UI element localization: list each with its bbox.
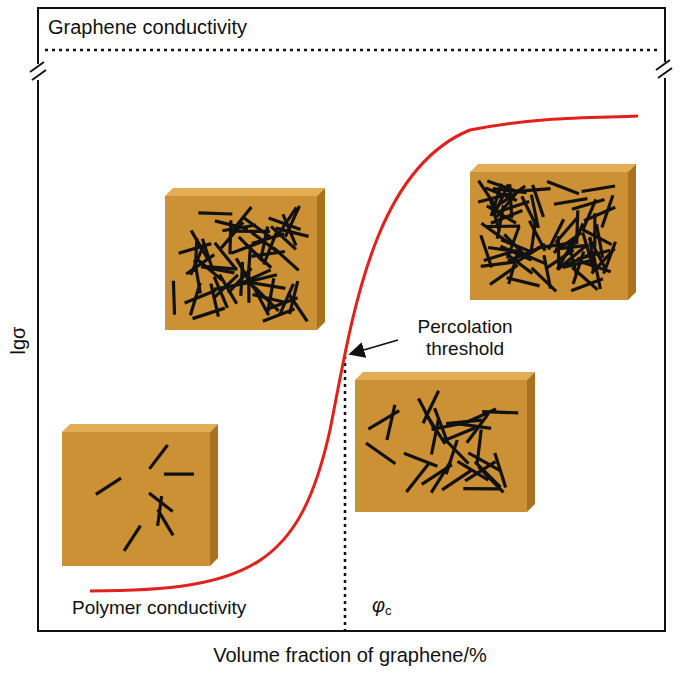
graphene-level-line <box>45 49 660 52</box>
conductivity-curve <box>90 116 638 591</box>
graphene-sheet <box>280 284 294 315</box>
graphene-sheet <box>584 207 615 221</box>
graphene-sheet <box>149 445 167 469</box>
graphene-sheet <box>582 186 616 191</box>
graphene-sheet <box>404 453 438 466</box>
block-side <box>527 372 535 512</box>
graphene-sheet <box>510 184 512 218</box>
graphene-sheet <box>544 255 551 288</box>
graphene-sheet <box>198 213 232 214</box>
graphene-sheet <box>532 268 557 292</box>
composite-blocks <box>62 164 636 566</box>
graphene-sheet <box>419 399 436 431</box>
graphene-sheet <box>481 223 509 243</box>
graphene-sheet <box>278 207 297 235</box>
block-side <box>628 164 636 300</box>
chart-label: Volume fraction of graphene/% <box>213 644 487 667</box>
graphene-sheet <box>193 308 225 319</box>
graphene-sheet <box>571 279 603 291</box>
graphene-sheet <box>486 224 520 228</box>
block-top <box>165 188 325 196</box>
axis-break <box>658 68 672 78</box>
axis-break <box>32 70 46 80</box>
axis-break <box>656 60 670 70</box>
graphene-sheet <box>252 232 279 252</box>
threshold-line <box>344 356 347 631</box>
graphene-sheet <box>248 247 250 281</box>
block-side <box>210 424 218 566</box>
graphene-sheet <box>504 234 528 258</box>
graphene-sheet <box>477 430 481 466</box>
chart-label: Polymer conductivity <box>72 597 246 619</box>
graphene-sheet <box>432 422 467 429</box>
graphene-sheet <box>222 225 256 231</box>
graphene-sheet <box>554 199 588 205</box>
block-side <box>317 188 325 330</box>
graphene-sheet <box>442 428 475 442</box>
graphene-sheet <box>435 408 448 442</box>
block-front <box>470 172 628 300</box>
graphene-sheet <box>463 409 496 424</box>
chart-label: lgσ <box>7 326 30 354</box>
graphene-sheet <box>494 184 508 215</box>
graphene-sheet <box>463 487 499 490</box>
graphene-sheet <box>590 237 593 271</box>
graphene-sheet <box>158 496 162 526</box>
graphene-sheet <box>481 262 515 266</box>
graphene-sheet <box>488 248 522 253</box>
graphene-sheet <box>423 391 439 423</box>
block-top <box>355 372 535 380</box>
graphene-sheet <box>446 440 457 474</box>
graphene-sheet <box>124 526 140 551</box>
graphene-sheet <box>547 182 579 194</box>
graphene-sheet <box>387 405 395 440</box>
graphene-sheet <box>522 196 537 226</box>
graphene-sheet <box>497 205 503 238</box>
leader-arrow <box>350 340 398 354</box>
graphene-sheet <box>577 210 578 244</box>
graphene-sheet <box>368 411 399 429</box>
graphene-sheet <box>195 260 201 294</box>
graphene-sheet <box>215 243 236 269</box>
graphene-sheet <box>96 478 121 494</box>
block-top <box>62 424 218 432</box>
block-front <box>165 196 317 330</box>
chart-label: φc <box>372 594 392 619</box>
chart-label: Percolation threshold <box>400 316 530 360</box>
graphene-sheet <box>555 217 577 243</box>
graphene-sheet <box>604 242 616 274</box>
graphene-sheet <box>481 235 492 267</box>
graphene-sheet <box>173 281 174 315</box>
chart-label: Graphene conductivity <box>48 16 247 39</box>
graphene-sheet <box>288 293 307 321</box>
graphene-sheet <box>213 275 238 298</box>
plot-frame <box>38 8 665 631</box>
graphene-sheet <box>597 224 603 257</box>
graphene-sheet <box>572 199 605 209</box>
axis-break <box>30 62 44 72</box>
graphene-sheet <box>406 464 428 492</box>
block-front <box>355 380 527 512</box>
graphene-sheet <box>366 443 395 464</box>
graphene-sheet <box>253 295 286 303</box>
graphene-sheet <box>263 309 295 321</box>
graphene-sheet <box>507 278 540 286</box>
graphene-sheet <box>164 473 194 476</box>
graphene-sheet <box>204 266 238 269</box>
graphene-sheet <box>555 245 589 249</box>
block-front <box>62 432 210 566</box>
graphene-sheet <box>490 265 518 285</box>
graphene-sheet <box>468 453 499 471</box>
graphene-sheet <box>246 245 271 268</box>
block-top <box>470 164 636 172</box>
